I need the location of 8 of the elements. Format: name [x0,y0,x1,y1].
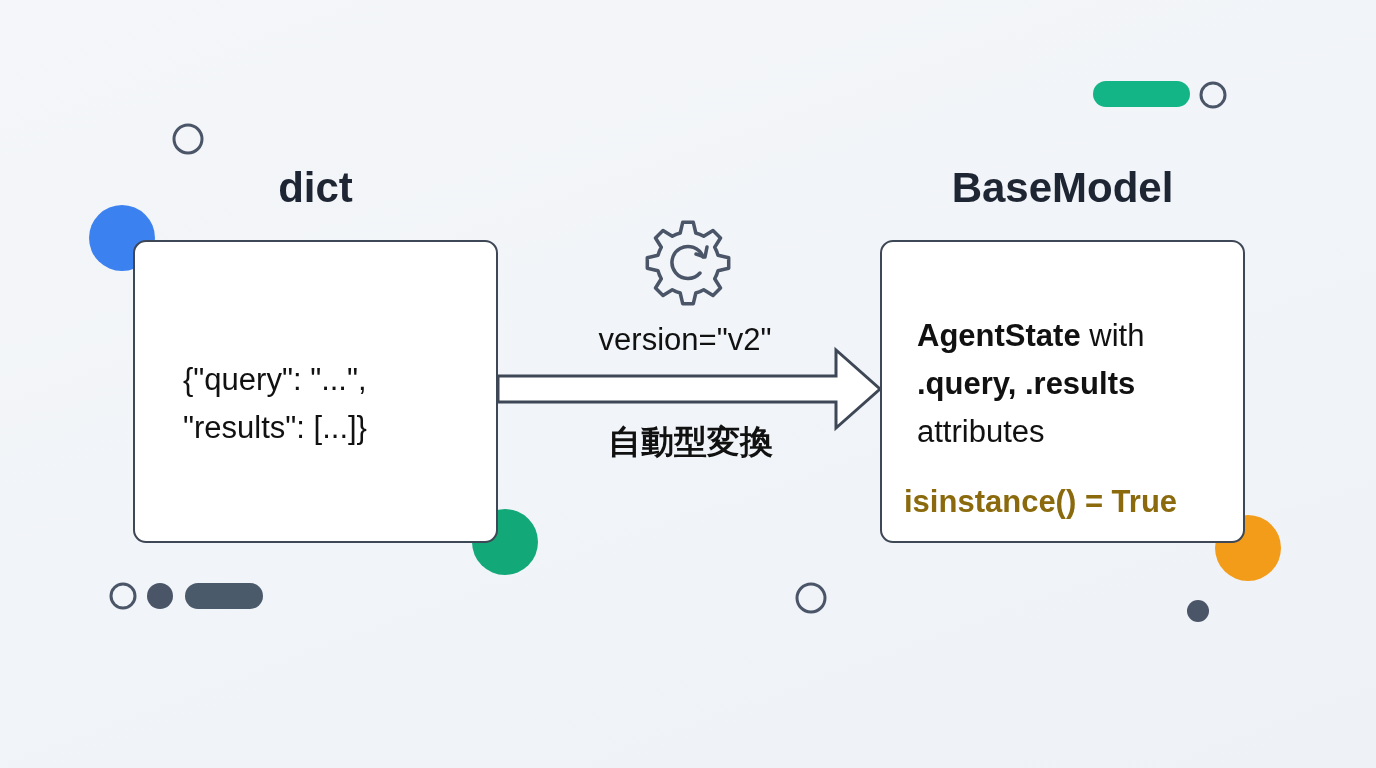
code-text: {"query": "...", "results": [...]} [183,361,368,447]
block-arrow [496,346,883,432]
heading: BaseModel [951,164,1174,212]
caption-text: 自動型変換 [606,422,774,462]
description-text: AgentState with .query, .results attributes [917,317,1146,451]
edge-label: version="v2" [597,322,773,358]
heading: dict [278,164,353,212]
result-text: isinstance() = True [904,483,1178,521]
